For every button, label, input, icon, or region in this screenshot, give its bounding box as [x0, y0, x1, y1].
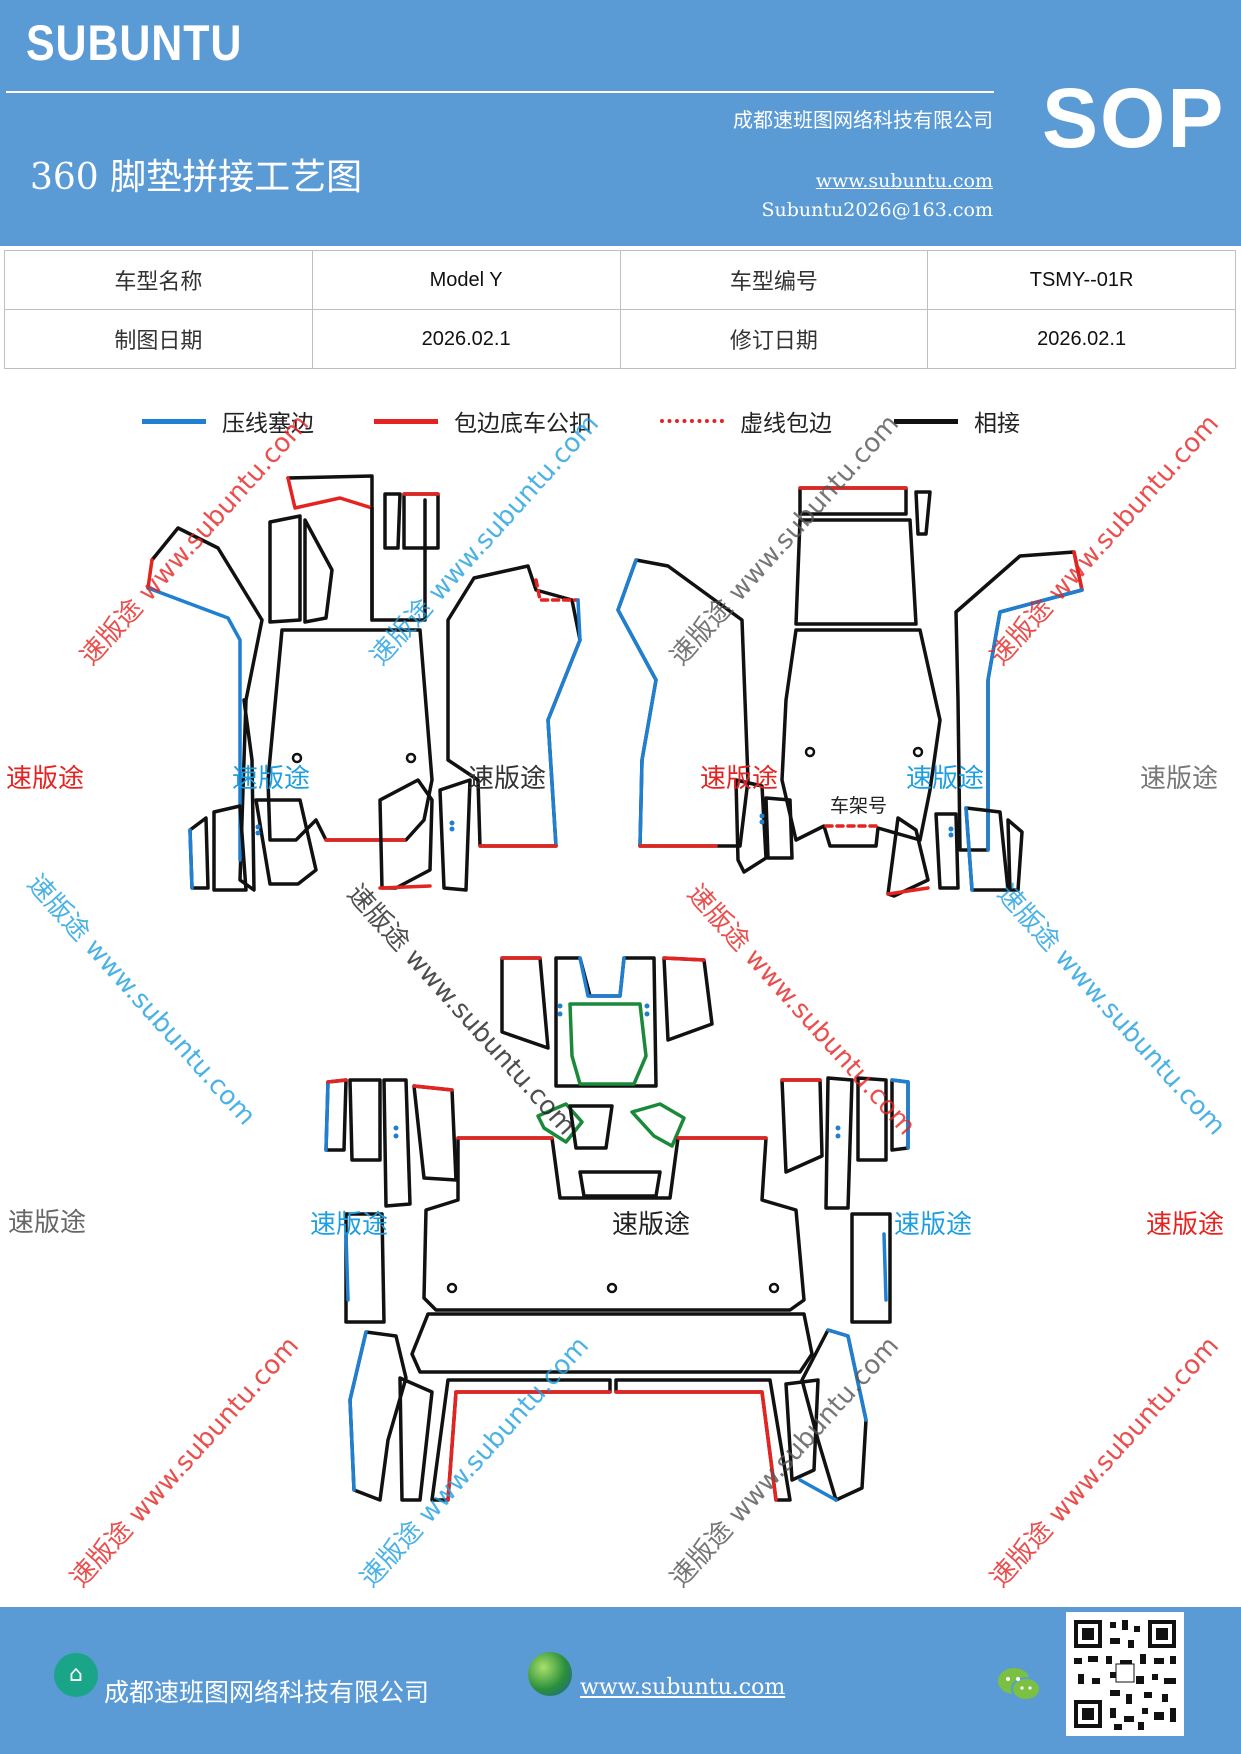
draw-date-value: 2026.02.1 — [311, 309, 621, 369]
watermark: 速版途 — [310, 1210, 389, 1240]
header-divider — [6, 91, 994, 93]
watermark: 速版途 — [1140, 764, 1219, 794]
legend-item-dashed-wrap: 虚线包边 — [660, 404, 832, 438]
rear-mat-group — [324, 956, 910, 1502]
sop-label: SOP — [1042, 71, 1226, 165]
watermark: 速版途 — [1146, 1210, 1225, 1240]
legend-swatch — [660, 419, 724, 423]
qr-code — [1066, 1612, 1184, 1736]
model-code-value: TSMY--01R — [927, 250, 1236, 310]
legend-swatch — [374, 418, 438, 424]
legend-label: 压线塞边 — [222, 411, 314, 437]
watermark: 速版途 — [700, 764, 779, 794]
legend-swatch — [142, 418, 206, 424]
watermark: 速版途 — [468, 764, 547, 794]
header: SUBUNTU 360 脚垫拼接工艺图 成都速班图网络科技有限公司 www.su… — [0, 0, 1241, 246]
header-company: 成都速班图网络科技有限公司 — [733, 108, 993, 132]
footer-website-link[interactable]: www.subuntu.com — [580, 1675, 786, 1700]
watermark: 速版途 — [232, 764, 311, 794]
model-name-value: Model Y — [311, 250, 621, 310]
frame-number-label: 车架号 — [830, 795, 887, 817]
draw-date-label: 制图日期 — [4, 309, 313, 369]
watermark: 速版途 — [6, 764, 85, 794]
watermark: 速版途 — [612, 1210, 691, 1240]
legend-item-wrap-buckle: 包边底车公扣 — [374, 404, 592, 438]
page-title: 360 脚垫拼接工艺图 — [30, 157, 363, 198]
legend-label: 虚线包边 — [740, 411, 832, 437]
footer: ⌂ 成都速班图网络科技有限公司 www.subuntu.com — [0, 1607, 1241, 1754]
watermark: 速版途 — [8, 1208, 87, 1238]
watermark: 速版途 — [894, 1210, 973, 1240]
watermark: 速版途 — [906, 764, 985, 794]
header-website-link[interactable]: www.subuntu.com — [815, 170, 993, 192]
legend-swatch — [894, 418, 958, 424]
legend-label: 包边底车公扣 — [454, 411, 592, 437]
legend-label: 相接 — [974, 411, 1020, 437]
footer-company: 成都速班图网络科技有限公司 — [104, 1678, 430, 1707]
table-row: 车型名称 Model Y 车型编号 TSMY--01R — [4, 250, 1236, 310]
home-icon: ⌂ — [54, 1653, 98, 1697]
wechat-icon — [998, 1668, 1041, 1701]
revise-date-value: 2026.02.1 — [927, 309, 1236, 369]
model-name-label: 车型名称 — [4, 250, 313, 310]
globe-icon — [528, 1652, 572, 1696]
mat-layout-drawing: 车架号 — [146, 474, 1084, 1502]
front-left-mat-group — [146, 474, 582, 892]
header-email: Subuntu2026@163.com — [761, 199, 993, 221]
front-right-mat-group: 车架号 — [616, 486, 1084, 898]
table-row: 制图日期 2026.02.1 修订日期 2026.02.1 — [4, 309, 1236, 369]
brand-logo: SUBUNTU — [26, 15, 243, 71]
model-code-label: 车型编号 — [619, 250, 929, 310]
legend-item-press-line: 压线塞边 — [142, 404, 314, 438]
legend-item-joined: 相接 — [894, 404, 1020, 438]
info-table: 车型名称 Model Y 车型编号 TSMY--01R 制图日期 2026.02… — [4, 250, 1236, 369]
